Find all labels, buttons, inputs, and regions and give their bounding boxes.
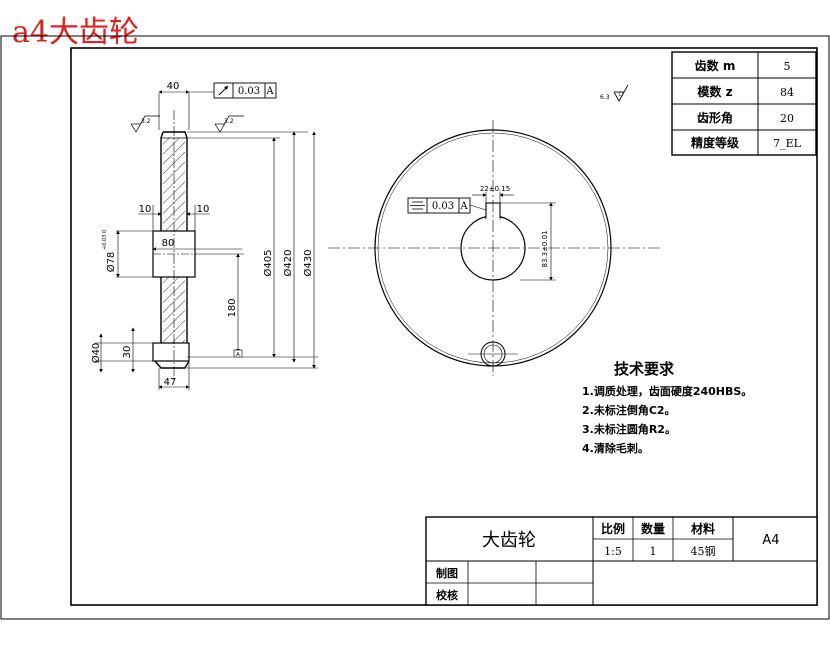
material-value: 45钢: [691, 545, 716, 558]
roughness-symbol-left-icon: [130, 115, 160, 133]
tech-requirements: 技术要求 1.调质处理，齿面硬度240HBS。 2.未标注倒角C2。 3.未标注…: [582, 360, 752, 455]
roughness-top: 3.2: [224, 118, 234, 125]
parameter-table: 齿数 m 5 模数 z 84 齿形角 20 精度等级 7_EL: [671, 51, 817, 156]
drawn-label: 制图: [436, 566, 458, 580]
scale-value: 1:5: [604, 545, 622, 558]
dim-hub-width: 80: [162, 238, 175, 249]
material-label: 材料: [690, 521, 715, 536]
tech-req-item-2: 2.未标注倒角C2。: [582, 403, 676, 417]
runout-symbol-icon: [218, 85, 229, 96]
param-value-0: 5: [784, 60, 791, 73]
qty-value: 1: [650, 545, 657, 558]
datum-label: A: [236, 352, 240, 358]
roughness-general: 6.3: [600, 94, 610, 101]
param-value-2: 20: [780, 112, 794, 125]
side-section-view: 40 0.03 A 3.2 3.2 10 10: [90, 81, 318, 390]
scale-label: 比例: [601, 521, 625, 536]
runout-tol-value: 0.03: [238, 86, 260, 97]
tech-req-title: 技术要求: [614, 360, 675, 378]
param-label-2: 齿形角: [697, 110, 733, 125]
dim-bottom-width: 47: [164, 377, 177, 388]
runout-tol-datum: A: [265, 86, 274, 97]
part-name: 大齿轮: [482, 530, 536, 551]
sym-tol-datum: A: [459, 201, 468, 212]
param-value-3: 7_EL: [773, 137, 802, 150]
param-label-3: 精度等级: [691, 135, 739, 150]
tech-req-item-1: 1.调质处理，齿面硬度240HBS。: [582, 384, 752, 398]
dim-root-dia: Ø405: [262, 250, 274, 277]
param-label-1: 模数 z: [697, 84, 732, 99]
dim-bore-tol: +0.03 0: [102, 230, 108, 250]
roughness-top-left: 3.2: [141, 118, 151, 125]
tech-req-item-3: 3.未标注圆角R2。: [582, 422, 676, 436]
checked-label: 校核: [436, 588, 458, 602]
dim-top-width: 40: [167, 81, 180, 92]
param-label-0: 齿数 m: [695, 58, 736, 73]
dim-hub-left: 10: [139, 204, 152, 215]
title-block: 大齿轮 比例 数量 材料 1:5 1 45钢 A4 制图 校核: [425, 516, 818, 606]
dim-hole-len: 30: [122, 346, 133, 359]
overlay-title: a4大齿轮: [12, 15, 139, 50]
dim-tip-dia: Ø430: [302, 250, 314, 277]
qty-label: 数量: [641, 521, 665, 536]
symmetry-symbol-icon: [410, 201, 425, 210]
param-value-1: 84: [780, 86, 794, 99]
roughness-symbol-top-icon: [214, 115, 244, 133]
roughness-general-icon: [613, 84, 629, 102]
dim-center-dist: 180: [227, 298, 238, 317]
front-view: 6.3 22±0.15 0.03 A 83.3±0.01: [328, 84, 660, 376]
sheet-size: A4: [762, 533, 779, 548]
keyway-depth: 83.3±0.01: [541, 230, 549, 267]
dim-hub-right: 10: [197, 204, 210, 215]
keyway-width: 22±0.15: [480, 185, 510, 193]
tech-req-item-4: 4.清除毛刺。: [582, 441, 649, 455]
outer-border: [0, 35, 830, 620]
sym-tol-value: 0.03: [432, 201, 454, 212]
dim-bore-dia: Ø78: [105, 252, 117, 273]
dim-hole-dia: Ø40: [90, 343, 102, 364]
dim-pitch-dia: Ø420: [282, 250, 294, 277]
